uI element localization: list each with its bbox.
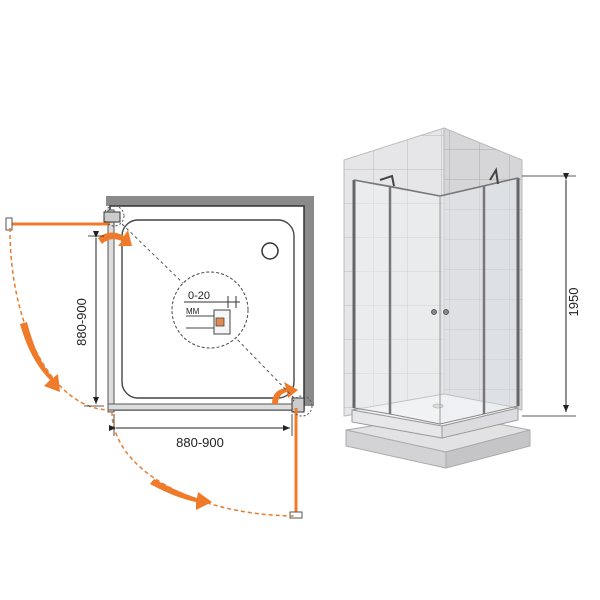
inner-arrow-bottom-icon bbox=[272, 382, 298, 404]
left-swing-arrow-icon bbox=[20, 322, 60, 392]
glass-left-fixed bbox=[353, 179, 391, 415]
glass-right-fixed bbox=[483, 177, 519, 415]
bottom-profile bbox=[107, 403, 301, 411]
frame-top-left bbox=[353, 179, 441, 197]
depth-label: 880-900 bbox=[74, 298, 89, 346]
drain bbox=[261, 242, 279, 260]
left-door-handle bbox=[5, 217, 13, 231]
front-door-handle bbox=[289, 511, 303, 519]
width-label: 880-900 bbox=[176, 435, 224, 450]
left-profile bbox=[107, 209, 115, 413]
wall-bracket-right-icon bbox=[489, 167, 499, 185]
detail-marker-top bbox=[103, 205, 125, 227]
detail-zoom-circle bbox=[171, 271, 249, 349]
height-label: 1950 bbox=[566, 288, 581, 317]
detail-range-label: 0-20 bbox=[188, 290, 210, 302]
left-door-swing-arc bbox=[9, 227, 109, 411]
perspective-tray-front-right bbox=[441, 407, 519, 439]
back-wall bbox=[106, 196, 314, 206]
glass-left-door bbox=[389, 185, 441, 425]
inner-arrow-top-icon bbox=[98, 230, 132, 246]
side-wall bbox=[304, 196, 314, 406]
door-handle-right-icon bbox=[443, 309, 449, 315]
detail-unit-label: MM bbox=[186, 307, 200, 316]
frame-top-right bbox=[439, 177, 519, 197]
glass-right-door bbox=[439, 185, 485, 425]
front-swing-arrow-icon bbox=[150, 479, 212, 510]
detail-leader-bottom bbox=[231, 333, 295, 399]
detail-profile-inner bbox=[215, 317, 225, 327]
front-door-swing-arc bbox=[111, 411, 297, 517]
platform-front-right bbox=[445, 429, 531, 469]
door-handle-left-icon bbox=[431, 309, 437, 315]
plan-view: 0-20 MM 880-900 880-900 bbox=[5, 196, 314, 519]
hinge-top bbox=[103, 211, 121, 223]
detail-leader-top bbox=[121, 223, 187, 287]
wall-bracket-left-icon bbox=[379, 174, 395, 187]
detail-marker-bottom bbox=[291, 395, 313, 417]
perspective-view: 1950 bbox=[343, 127, 581, 469]
